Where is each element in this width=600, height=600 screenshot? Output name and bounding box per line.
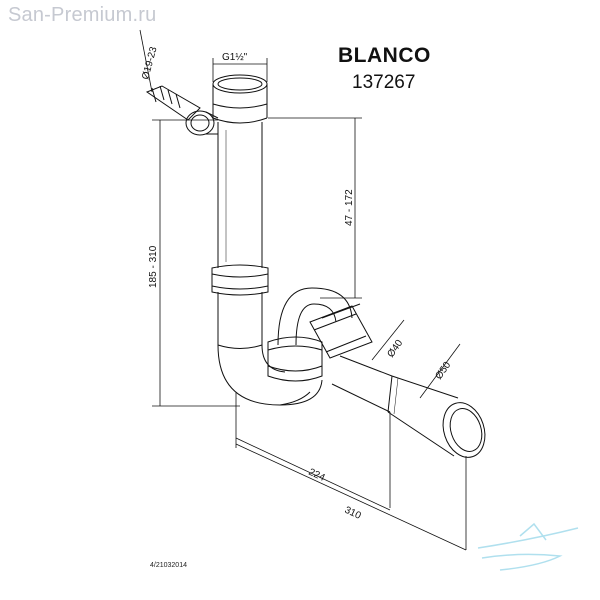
outlet-pipe [331, 355, 486, 458]
length-224-label: 224 [307, 467, 327, 484]
brand-logo-watermark [477, 522, 579, 571]
site-watermark: San-Premium.ru [8, 4, 157, 26]
trap-depth-label: 47 - 172 [344, 189, 355, 226]
drawing-code: 4/21032014 [150, 562, 187, 569]
vertical-pipe [211, 74, 269, 349]
thread-size-label: G1½" [222, 52, 248, 63]
height-range-label: 185 - 310 [148, 245, 159, 288]
model-number: 137267 [352, 72, 416, 93]
length-310-label: 310 [343, 505, 363, 522]
brand-name: BLANCO [338, 44, 431, 67]
u-bend-trap [217, 287, 373, 406]
dimension-lines [139, 29, 467, 551]
pipe-d40-label: Ø40 [385, 338, 405, 360]
side-inlet-nozzle [145, 85, 219, 136]
side-inlet-size-label: Ø19-23 [140, 45, 159, 80]
pipe-d50-label: Ø50 [433, 360, 453, 382]
